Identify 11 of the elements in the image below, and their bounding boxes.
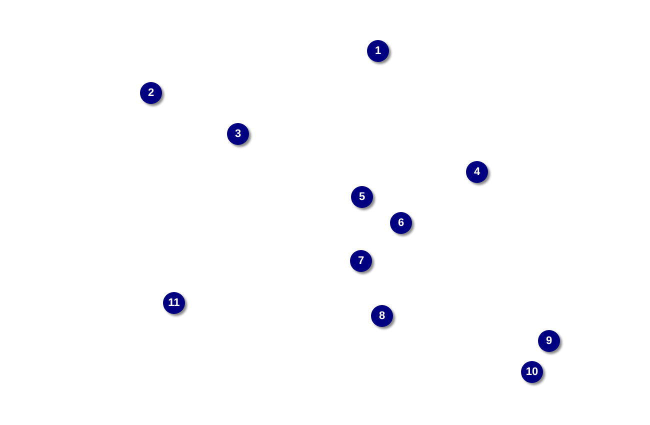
callout-number: 2	[140, 82, 162, 104]
callout-number: 11	[163, 292, 185, 314]
callout-number: 1	[367, 40, 389, 62]
callout-number: 9	[538, 330, 560, 352]
callout-number: 4	[466, 161, 488, 183]
callout-number: 7	[350, 250, 372, 272]
callout-number: 10	[521, 361, 543, 383]
callout-number: 8	[371, 305, 393, 327]
callout-number: 5	[351, 186, 373, 208]
callout-number: 3	[227, 123, 249, 145]
callout-number: 6	[390, 212, 412, 234]
